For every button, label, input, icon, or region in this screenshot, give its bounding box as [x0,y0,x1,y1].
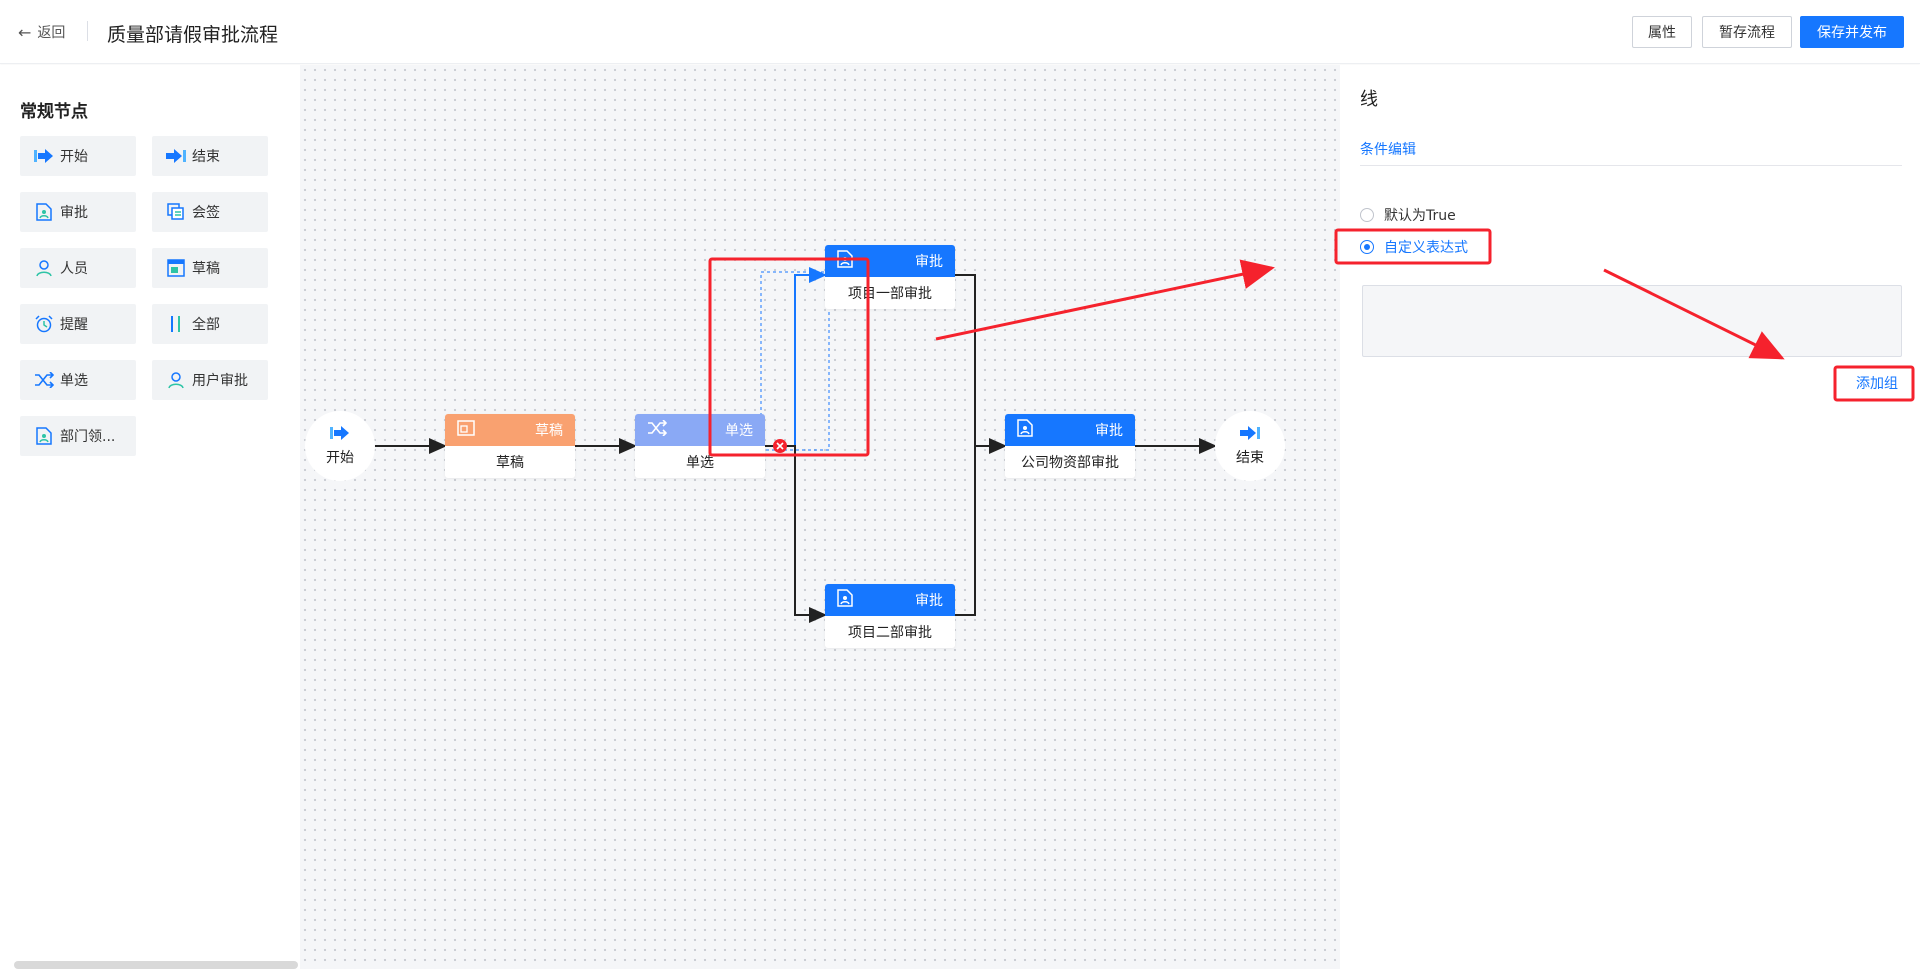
palette-tile-approval[interactable]: 审批 [20,192,136,232]
flow-node-draft[interactable]: 草稿 草稿 [445,414,575,478]
edge-choice-approve2[interactable] [765,445,827,623]
edge-approve2-approve3[interactable] [955,446,976,616]
flow-node-body: 项目二部审批 [848,625,932,641]
page-title: 质量部请假审批流程 [107,24,279,46]
palette-tile-person[interactable]: 人员 [20,248,136,288]
radio-custom-expression[interactable]: 自定义表达式 [1360,237,1468,257]
palette-tile-all[interactable]: 全部 [152,304,268,344]
palette-horizontal-scrollbar[interactable] [14,961,298,969]
approval-doc-icon [1017,419,1033,441]
shuffle-icon [647,419,668,440]
flow-node-header: 单选 [635,414,765,446]
radio-label: 自定义表达式 [1384,240,1468,256]
flow-node-header: 审批 [825,245,955,277]
palette-tile-label: 草稿 [192,261,220,277]
expression-textarea[interactable] [1362,285,1902,357]
all-bars-icon [166,314,186,334]
flow-node-tag: 审批 [915,593,943,609]
flow-node-tag: 审批 [1095,423,1123,439]
radio-circle [1360,208,1374,222]
radio-default-true[interactable]: 默认为True [1360,205,1456,225]
flow-node-approve-dept2[interactable]: 审批 项目二部审批 [825,584,955,648]
palette-tile-start[interactable]: 开始 [20,136,136,176]
palette-tile-label: 结束 [192,149,220,165]
person-icon [34,258,54,278]
back-link[interactable]: ← 返回 [18,22,65,42]
edge-delete-icon[interactable] [773,439,787,453]
properties-button[interactable]: 属性 [1632,16,1692,48]
tab-condition-edit[interactable]: 条件编辑 [1360,142,1416,158]
flow-node-body: 公司物资部审批 [1021,455,1119,471]
palette-tile-end[interactable]: 结束 [152,136,268,176]
start-arrow-icon [34,146,54,166]
draft-icon [166,258,186,278]
flow-node-header: 草稿 [445,414,575,446]
user-approval-icon [166,370,186,390]
node-palette: 常规节点 开始 结束 审批 会签 人员 草稿 [0,65,300,969]
top-header: ← 返回 质量部请假审批流程 属性 暂存流程 保存并发布 [0,0,1920,64]
panel-title: 线 [1360,89,1378,110]
radio-label: 默认为True [1384,208,1456,224]
flow-edges [370,267,1217,623]
edge-approve1-approve3[interactable] [955,274,1007,454]
flow-node-choice[interactable]: 单选 单选 [635,414,765,478]
save-draft-button[interactable]: 暂存流程 [1702,16,1792,48]
flow-node-tag: 草稿 [535,423,563,439]
approval-doc-icon [837,250,853,272]
flow-node-tag: 单选 [725,423,753,439]
flow-node-body: 项目一部审批 [848,286,932,302]
save-publish-button[interactable]: 保存并发布 [1800,16,1904,48]
arrow-left-icon: ← [18,22,32,42]
start-arrow-icon [330,425,350,445]
palette-tile-label: 单选 [60,373,88,389]
end-arrow-icon [1240,425,1260,445]
palette-section-title: 常规节点 [20,102,88,122]
header-divider [87,21,88,41]
edge-choice-approve1[interactable] [765,267,827,447]
palette-tile-label: 审批 [60,205,88,221]
shuffle-icon [34,370,54,390]
tab-divider [1360,165,1902,166]
back-label: 返回 [37,25,66,41]
flow-node-approve-materials[interactable]: 审批 公司物资部审批 [1005,414,1135,478]
flow-node-approve-dept1[interactable]: 审批 项目一部审批 [825,245,955,309]
countersign-icon [166,202,186,222]
palette-tile-label: 开始 [60,149,88,165]
palette-tile-label: 用户审批 [192,373,248,389]
palette-tile-countersign[interactable]: 会签 [152,192,268,232]
approval-doc-icon [34,202,54,222]
palette-tile-label: 部门领... [60,429,116,445]
flow-node-header: 审批 [1005,414,1135,446]
palette-tile-single-choice[interactable]: 单选 [20,360,136,400]
dept-leader-doc-icon [34,426,54,446]
properties-panel: 线 条件编辑 默认为True 自定义表达式 添加组 [1340,65,1920,969]
palette-tile-label: 提醒 [60,317,88,333]
flow-node-end[interactable]: 结束 [1215,411,1285,481]
approval-doc-icon [837,589,853,611]
palette-tile-user-approval[interactable]: 用户审批 [152,360,268,400]
palette-tile-draft[interactable]: 草稿 [152,248,268,288]
flow-node-label: 结束 [1236,450,1264,466]
flow-node-body: 单选 [686,455,714,471]
palette-tile-label: 人员 [60,261,88,277]
flow-node-tag: 审批 [915,254,943,270]
end-arrow-icon [166,146,186,166]
flow-canvas[interactable]: 开始 草稿 草稿 单选 单选 审批 项目一部审批 审批 项目二部审批 审批 [300,65,1340,969]
palette-tile-reminder[interactable]: 提醒 [20,304,136,344]
flow-node-label: 开始 [326,450,354,466]
palette-tile-label: 全部 [192,317,220,333]
add-group-button[interactable]: 添加组 [1856,376,1898,392]
flow-node-header: 审批 [825,584,955,616]
palette-tile-label: 会签 [192,205,220,221]
alarm-clock-icon [34,314,54,334]
draft-icon [457,420,475,440]
palette-tile-dept-leader[interactable]: 部门领... [20,416,136,456]
flow-node-start[interactable]: 开始 [305,411,375,481]
flow-node-body: 草稿 [496,455,524,471]
radio-circle [1360,240,1374,254]
